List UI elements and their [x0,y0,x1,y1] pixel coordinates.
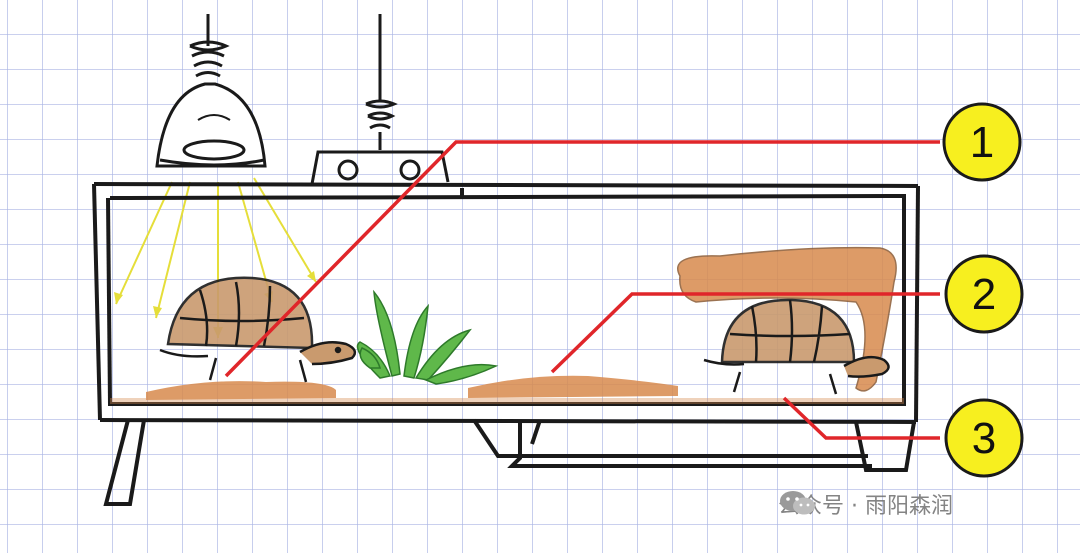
callout-3: 3 [944,398,1024,478]
leader-lines [224,140,940,440]
hide-cave [677,246,897,392]
watermark: 公众号 · 雨阳森润 [778,488,953,520]
tortoise-left [159,276,357,383]
callout-number-1: 1 [970,118,994,167]
substrate [110,375,904,404]
callout-1: 1 [942,102,1022,182]
leader-line-2 [550,292,940,374]
wechat-icon [780,491,815,515]
callout-2: 2 [944,254,1024,334]
callout-number-3: 3 [972,414,996,463]
plant [356,289,499,385]
leader-line-1 [224,140,940,378]
callout-number-2: 2 [972,270,996,319]
heat-rays [114,177,317,338]
enclosure [92,182,920,506]
heat-lamp [155,14,267,168]
leader-line-3 [782,396,940,440]
tortoise-right [703,298,890,395]
uv-lamp [310,14,450,185]
